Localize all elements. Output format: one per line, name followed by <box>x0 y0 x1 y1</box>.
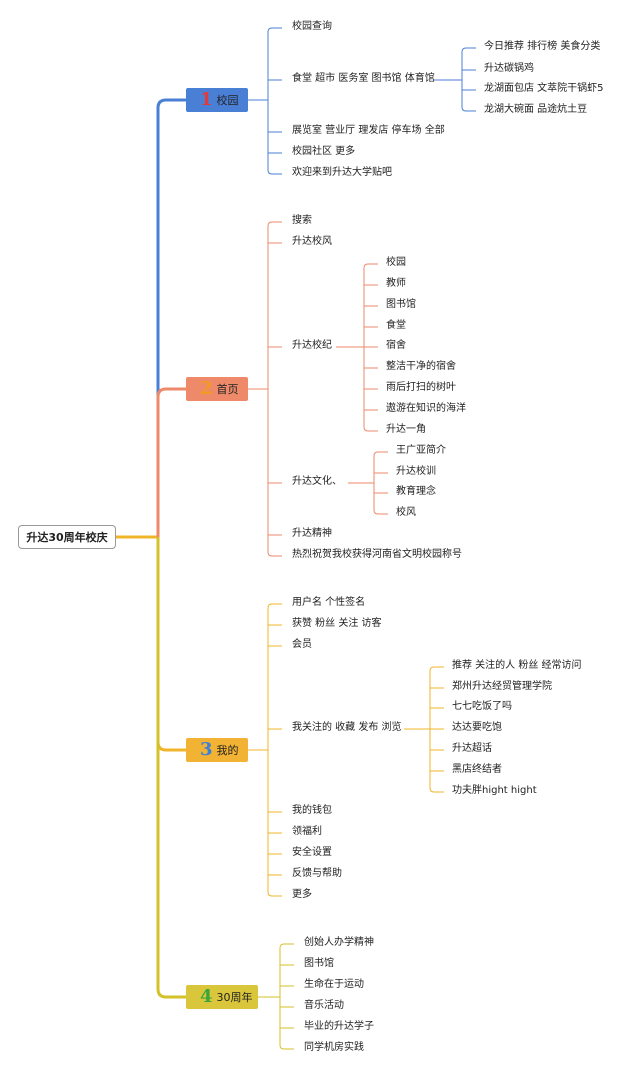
topic-node: 安全设置 <box>292 847 332 858</box>
branch-link-2 <box>156 387 186 537</box>
subtopic-node: 龙湖面包店 文萃院干锅虾5 <box>484 83 604 94</box>
sub-2-3-tick-0 <box>429 666 444 672</box>
topic-node: 搜索 <box>292 215 312 226</box>
subtopic-node: 郑州升达经贸管理学院 <box>452 681 552 692</box>
subtopic-node: 龙湖大碗面 品途炕土豆 <box>484 104 588 115</box>
sub-1-2-tick-0 <box>363 263 378 269</box>
sub-1-3-tick-0 <box>373 451 388 457</box>
topic-node: 反馈与帮助 <box>292 868 342 879</box>
branch-label: 30周年 <box>216 991 253 1004</box>
topic-node: 升达精神 <box>292 528 332 539</box>
topic-node: 毕业的升达学子 <box>304 1021 374 1032</box>
branch-label: 我的 <box>216 744 239 757</box>
branch-number: 3 <box>200 739 213 760</box>
topic-node: 同学机房实践 <box>304 1042 364 1053</box>
sub-2-3-tick-6 <box>429 787 444 793</box>
subtopic-node: 王广亚简介 <box>396 445 446 456</box>
branch-number: 1 <box>200 89 213 110</box>
subtopic-node: 升达碳锅鸡 <box>484 63 534 74</box>
topic-node: 热烈祝贺我校获得河南省文明校园称号 <box>292 549 462 560</box>
topic-node: 图书馆 <box>304 958 334 969</box>
sub-1-2-tick-8 <box>363 426 378 432</box>
branch-3-tick-0 <box>267 603 282 609</box>
branch-number: 2 <box>200 378 213 399</box>
branch-1-tick-4 <box>267 169 282 175</box>
topic-node: 创始人办学精神 <box>304 937 374 948</box>
subtopic-node: 今日推荐 排行榜 美食分类 <box>484 41 601 52</box>
subtopic-node: 图书馆 <box>386 299 416 310</box>
subtopic-node: 升达超话 <box>452 743 492 754</box>
branch-1-tick-0 <box>267 27 282 33</box>
topic-node: 音乐活动 <box>304 1000 344 1011</box>
subtopic-node: 遨游在知识的海洋 <box>386 403 466 414</box>
topic-node: 食堂 超市 医务室 图书馆 体育馆 <box>292 73 435 84</box>
topic-node: 更多 <box>292 889 312 900</box>
topic-node: 用户名 个性签名 <box>292 597 366 608</box>
subtopic-node: 黑店终结者 <box>452 764 502 775</box>
subtopic-node: 七七吃饭了吗 <box>452 701 512 712</box>
sub-1-3-tick-3 <box>373 509 388 515</box>
topic-node: 校园查询 <box>292 21 332 32</box>
subtopic-node: 整洁干净的宿舍 <box>386 361 456 372</box>
branch-4-tick-0 <box>279 943 294 949</box>
topic-node: 校园社区 更多 <box>292 146 356 157</box>
subtopic-node: 校风 <box>396 507 416 518</box>
branch-2-tick-5 <box>267 551 282 557</box>
sub-0-1-tick-3 <box>461 106 476 112</box>
subtopic-node: 教育理念 <box>396 486 436 497</box>
branch-link-3 <box>156 537 186 752</box>
topic-node: 我关注的 收藏 发布 浏览 <box>292 722 402 733</box>
branch-link-1 <box>156 98 186 537</box>
branch-link-4 <box>156 537 186 999</box>
branch-label: 校园 <box>216 94 239 107</box>
subtopic-node: 宿舍 <box>386 340 406 351</box>
topic-node: 获赞 粉丝 关注 访客 <box>292 618 382 629</box>
topic-node: 升达校风 <box>292 236 332 247</box>
subtopic-node: 食堂 <box>386 320 406 331</box>
topic-node: 展览室 营业厅 理发店 停车场 全部 <box>292 125 445 136</box>
topic-node: 升达文化、 <box>292 476 342 487</box>
topic-node: 升达校纪 <box>292 340 332 351</box>
subtopic-node: 教师 <box>386 278 406 289</box>
branch-4-tick-5 <box>279 1044 294 1050</box>
topic-node: 我的钱包 <box>292 805 332 816</box>
branch-3-tick-8 <box>267 891 282 897</box>
subtopic-node: 升达一角 <box>386 424 426 435</box>
root-node: 升达30周年校庆 <box>18 525 116 549</box>
subtopic-node: 升达校训 <box>396 466 436 477</box>
branch-2-tick-0 <box>267 221 282 227</box>
subtopic-node: 雨后打扫的树叶 <box>386 382 456 393</box>
topic-node: 领福利 <box>292 826 322 837</box>
topic-node: 生命在于运动 <box>304 979 364 990</box>
topic-node: 欢迎来到升达大学贴吧 <box>292 167 392 178</box>
branch-number: 4 <box>200 986 213 1007</box>
subtopic-node: 达达要吃饱 <box>452 722 502 733</box>
subtopic-node: 推荐 关注的人 粉丝 经常访问 <box>452 660 582 671</box>
subtopic-node: 校园 <box>386 257 406 268</box>
branch-label: 首页 <box>216 383 239 396</box>
topic-node: 会员 <box>292 639 312 650</box>
sub-0-1-tick-0 <box>461 47 476 53</box>
subtopic-node: 功夫胖hight hight <box>452 785 537 796</box>
